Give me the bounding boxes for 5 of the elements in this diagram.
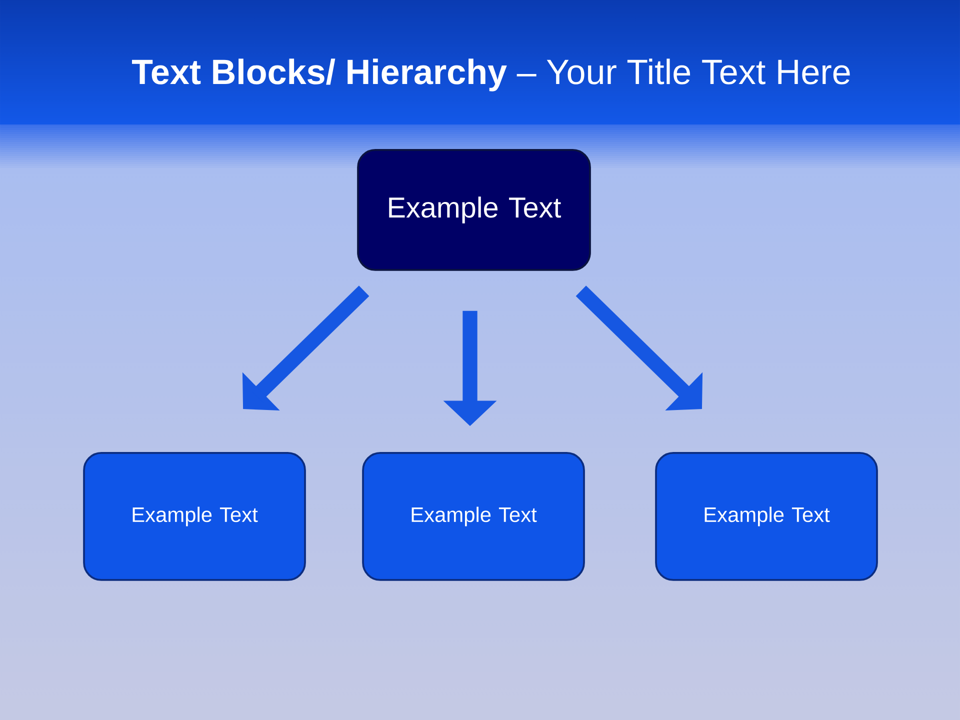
text-box: Example Text bbox=[362, 452, 585, 581]
title-box: Example Text bbox=[357, 149, 591, 271]
slide-title: Text Blocks/ Hierarchy – Your Title Text Here bbox=[132, 58, 850, 92]
text-box: Example Text bbox=[83, 452, 306, 581]
text-box: Example Text bbox=[655, 452, 878, 581]
